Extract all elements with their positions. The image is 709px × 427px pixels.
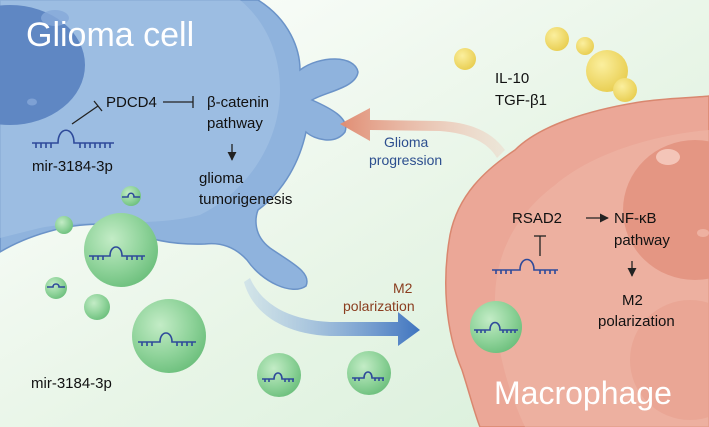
mirna-hairpin-small <box>47 283 65 288</box>
mirna-hairpin <box>352 371 384 381</box>
m2-arrow-label-1: M2 <box>393 280 413 296</box>
cytokine-droplet <box>576 37 594 55</box>
exosome <box>84 294 110 320</box>
macrophage-lobe <box>630 300 709 420</box>
cytokine-label-tgf: TGF-β1 <box>495 92 547 109</box>
glioma-pathway-marks <box>71 96 237 161</box>
glioma-cell-title: Glioma cell <box>26 16 194 54</box>
nfkb-label: NF-κB <box>614 210 657 227</box>
macrophage-nucleolus <box>697 229 709 237</box>
mirna-hairpin <box>474 321 518 333</box>
macrophage-nucleus <box>623 140 709 280</box>
m2-label-2: polarization <box>598 313 675 330</box>
mirna-hairpin <box>262 372 294 382</box>
m2-polarization-arrow <box>244 278 420 346</box>
glioma-nucleus <box>0 5 85 125</box>
glioma-nucleolus <box>27 98 37 106</box>
exosome <box>257 353 301 397</box>
macrophage-nucleus-highlight <box>656 149 680 165</box>
cytokine-droplet <box>454 48 476 70</box>
cytokine-label-il10: IL-10 <box>495 70 529 87</box>
mirna-hairpins <box>32 129 558 382</box>
tumorigenesis-label-1: glioma <box>199 170 244 187</box>
macrophage-title: Macrophage <box>494 375 672 411</box>
macrophage-pathway-marks <box>534 213 637 277</box>
mirna-hairpin-small <box>122 192 140 198</box>
exosome <box>132 299 206 373</box>
mirna-hairpin-macrophage <box>492 258 558 274</box>
glioma-progression-label-1: Glioma <box>384 134 429 150</box>
exosome <box>470 301 522 353</box>
cytokine-droplet <box>545 27 569 51</box>
mirna-inhibits-pdcd4 <box>71 105 99 125</box>
exosome <box>45 277 67 299</box>
exosome-mirna-label: mir-3184-3p <box>31 375 112 392</box>
mirna-hairpin <box>138 332 196 346</box>
catenin-label: β-catenin <box>207 94 269 111</box>
rsad2-label: RSAD2 <box>512 210 562 227</box>
exosomes <box>45 186 522 397</box>
glioma-mirna-label: mir-3184-3p <box>32 158 113 175</box>
nfkb-pathway-label: pathway <box>614 232 670 249</box>
catenin-pathway-label: pathway <box>207 115 263 132</box>
glioma-nucleus-highlight <box>41 10 69 26</box>
glioma-progression-label-2: progression <box>369 152 442 168</box>
m2-arrow-label-2: polarization <box>343 298 415 314</box>
exosome <box>347 351 391 395</box>
cytokine-droplet <box>613 78 637 102</box>
pdcd4-label: PDCD4 <box>106 94 157 111</box>
m2-label-1: M2 <box>622 292 643 309</box>
exosome <box>121 186 141 206</box>
tumorigenesis-label-2: tumorigenesis <box>199 191 292 208</box>
mirna-hairpin <box>89 246 145 260</box>
cytokine-droplets <box>454 27 637 102</box>
exosome <box>55 216 73 234</box>
mirna-hairpin-glioma <box>32 129 114 148</box>
glioma-progression-arrow <box>340 108 505 158</box>
